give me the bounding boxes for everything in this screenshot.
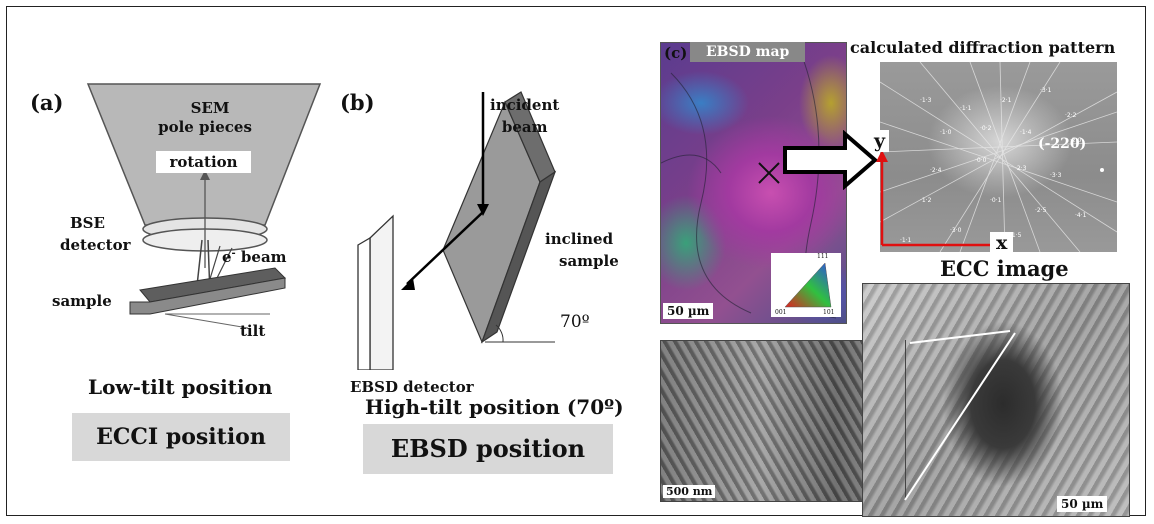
diffracted-beam-arrow (406, 211, 484, 285)
incident-beam-label: incident beam (490, 96, 560, 136)
low-tilt-position: Low-tilt position (88, 375, 273, 399)
ecci-position-box (72, 413, 290, 461)
ecc-zoom-scale-bar: 500 nm (663, 485, 716, 498)
svg-text:·1·3: ·1·3 (920, 97, 932, 104)
svg-text:·1·5: ·1·5 (1010, 232, 1022, 239)
svg-text:·0·2: ·0·2 (980, 125, 992, 132)
svg-text:·3·1: ·3·1 (1040, 87, 1052, 94)
ebsd-map-image: 111 001 101 50 µm (660, 42, 847, 324)
ebsd-position-label: EBSD position (390, 434, 586, 463)
ebsd-detector-plate (369, 214, 394, 370)
ecc-overview-scale-bar: 50 µm (1057, 496, 1108, 512)
svg-text:·3·0: ·3·0 (950, 227, 962, 234)
inclined-sample-label: inclined sample (545, 230, 619, 270)
figure-frame (6, 6, 1146, 516)
svg-text:·1·1: ·1·1 (900, 237, 912, 244)
ebsd-scale-bar: 50 µm (663, 303, 714, 319)
sem-label: SEM (190, 99, 230, 117)
ipf-legend: 111 001 101 (771, 253, 841, 317)
svg-text:·4·1: ·4·1 (1075, 212, 1087, 219)
diffraction-title: calculated diffraction pattern (850, 38, 1116, 57)
xy-axes (876, 150, 1002, 250)
ebsd-position-box (363, 424, 613, 474)
panel-b-label: (b) (340, 90, 375, 115)
svg-text:·0·1: ·0·1 (990, 197, 1002, 204)
svg-text:·1·1: ·1·1 (960, 105, 972, 112)
svg-text:·3·3: ·3·3 (1050, 172, 1062, 179)
svg-text:·2·2: ·2·2 (1065, 112, 1077, 119)
axis-x-label: x (990, 232, 1014, 254)
svg-text:·1·4: ·1·4 (1020, 129, 1032, 136)
angle-label: 70º (560, 312, 590, 332)
svg-text:·1·2: ·1·2 (920, 197, 932, 204)
panel-a-label: (a) (30, 90, 64, 115)
ipf-label-001: 001 (775, 309, 787, 316)
svg-text:·1·0: ·1·0 (940, 129, 952, 136)
ipf-label-101: 101 (823, 309, 835, 316)
svg-text:·2·3: ·2·3 (1015, 165, 1027, 172)
high-tilt-position: High-tilt position (70º) (365, 395, 624, 419)
ebsd-map-title: EBSD map (690, 42, 806, 62)
image-divider (905, 340, 911, 500)
sample-label: sample (52, 292, 112, 310)
panel-c-label: (c) (664, 44, 688, 62)
svg-text:·2·5: ·2·5 (1035, 207, 1047, 214)
pole-pieces-label: pole pieces (158, 118, 252, 136)
diffraction-pattern-image: ·1·3 ·1·1 ·2·1 ·3·1 ·2·2 ·1·0 ·0·2 ·1·4 ·2·0 ·… (880, 62, 1117, 252)
svg-text:·2·1: ·2·1 (1000, 97, 1012, 104)
svg-text:·2·4: ·2·4 (930, 167, 942, 174)
ipf-label-111: 111 (817, 253, 829, 260)
svg-text:·0·0: ·0·0 (975, 157, 987, 164)
tilt-label: tilt (240, 322, 266, 340)
zoom-connector-lines (904, 330, 1016, 501)
ebsd-detector-label: EBSD detector (350, 378, 474, 396)
rotation-label: rotation (156, 151, 251, 173)
axis-y-label: y (870, 130, 890, 152)
diffraction-index-label: (-220) (1038, 136, 1087, 152)
bse-detector-label: BSE detector (60, 214, 131, 254)
beam-label: e- beam (222, 248, 287, 266)
ecc-image-title: ECC image (940, 256, 1069, 281)
ecci-position-label: ECCI position (96, 424, 266, 450)
ebsd-diagram (357, 91, 557, 370)
svg-text:·2·0: ·2·0 (1070, 137, 1082, 144)
hollow-arrow (783, 130, 879, 190)
ecc-overview-image: 50 µm (862, 283, 1130, 517)
